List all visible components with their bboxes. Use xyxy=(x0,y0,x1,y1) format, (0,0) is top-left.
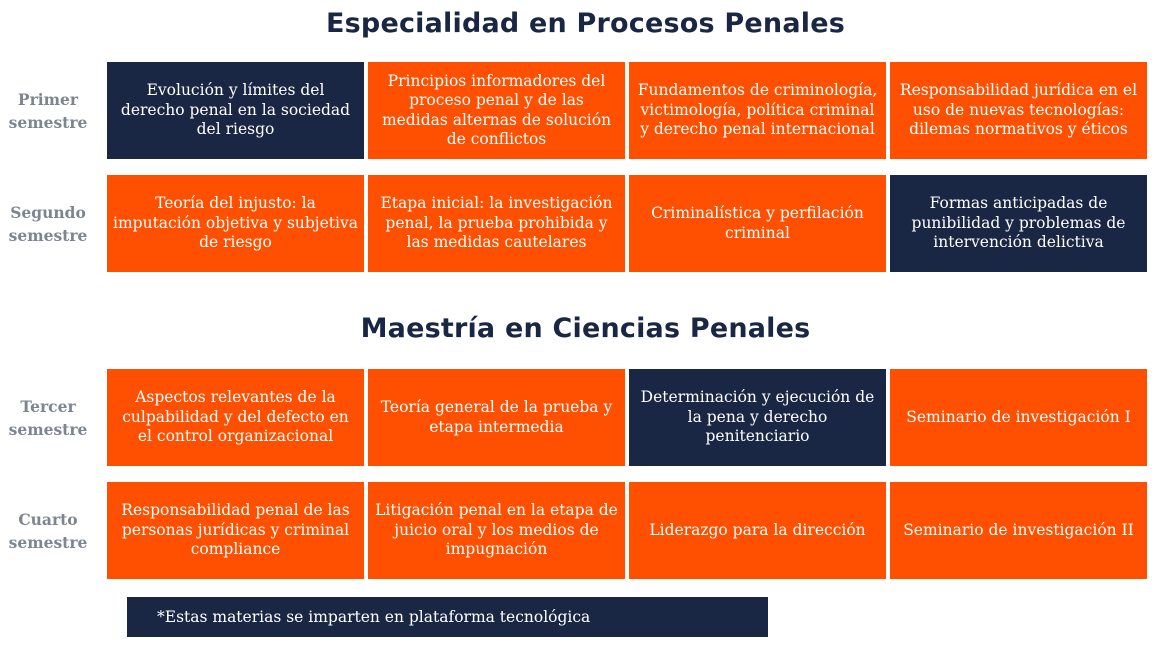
course-cell: Fundamentos de criminología, victimologí… xyxy=(629,62,886,159)
course-cell: Etapa inicial: la investigación penal, l… xyxy=(368,175,625,272)
semester-row-segundo: Segundo semestre Teoría del injusto: la … xyxy=(0,175,1171,272)
course-cell: Seminario de investigación I xyxy=(890,369,1147,466)
course-cell: Teoría general de la prueba y etapa inte… xyxy=(368,369,625,466)
section-title-especialidad: Especialidad en Procesos Penales xyxy=(326,8,845,39)
course-cell: Litigación penal en la etapa de juicio o… xyxy=(368,482,625,579)
section-title-maestria: Maestría en Ciencias Penales xyxy=(360,313,811,344)
semester-label: Primer semestre xyxy=(8,89,88,132)
platform-note: *Estas materias se imparten en plataform… xyxy=(127,597,768,637)
semester-label: Segundo semestre xyxy=(8,202,88,245)
course-cell: Responsabilidad penal de las personas ju… xyxy=(107,482,364,579)
course-cell: Responsabilidad jurídica en el uso de nu… xyxy=(890,62,1147,159)
course-cell: Teoría del injusto: la imputación objeti… xyxy=(107,175,364,272)
course-cell: Determinación y ejecución de la pena y d… xyxy=(629,369,886,466)
course-cell: Principios informadores del proceso pena… xyxy=(368,62,625,159)
course-cell: Formas anticipadas de punibilidad y prob… xyxy=(890,175,1147,272)
semester-row-primer: Primer semestre Evolución y límites del … xyxy=(0,62,1171,159)
course-cell: Criminalística y perfilación criminal xyxy=(629,175,886,272)
platform-note-text: *Estas materias se imparten en plataform… xyxy=(157,608,591,626)
course-cell: Liderazgo para la dirección xyxy=(629,482,886,579)
course-cell: Aspectos relevantes de la culpabilidad y… xyxy=(107,369,364,466)
semester-row-cuarto: Cuarto semestre Responsabilidad penal de… xyxy=(0,482,1171,579)
semester-label: Cuarto semestre xyxy=(8,509,88,552)
course-cell: Evolución y límites del derecho penal en… xyxy=(107,62,364,159)
semester-row-tercer: Tercer semestre Aspectos relevantes de l… xyxy=(0,369,1171,466)
semester-label: Tercer semestre xyxy=(8,396,88,439)
course-cell: Seminario de investigación II xyxy=(890,482,1147,579)
